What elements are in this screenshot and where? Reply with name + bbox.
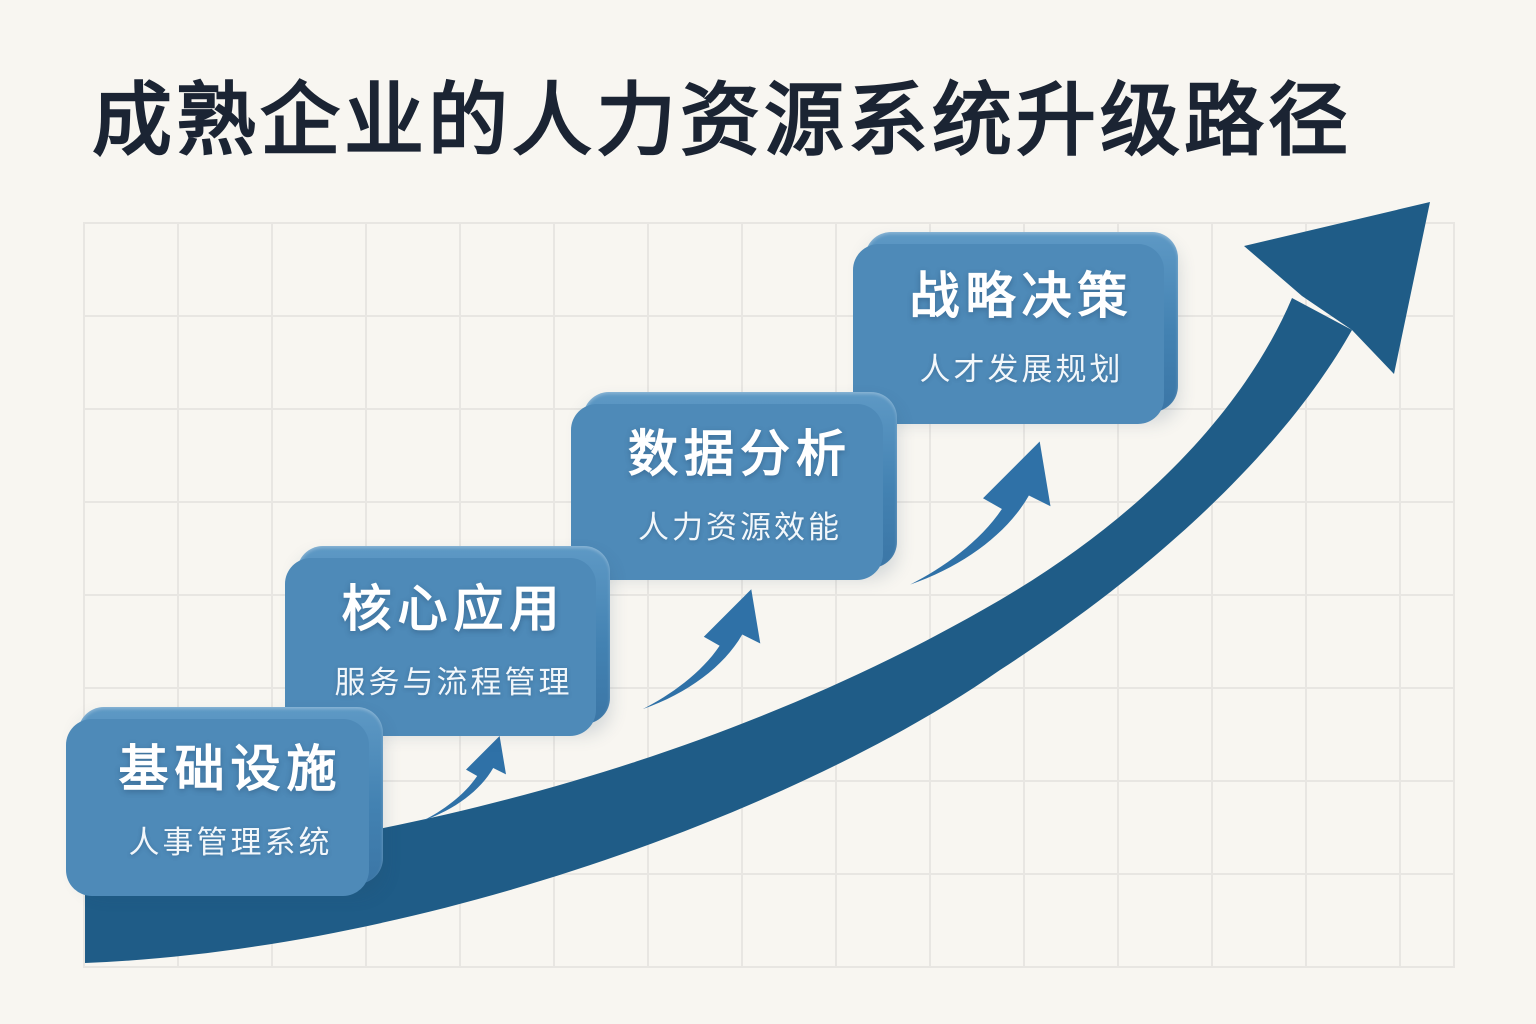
stage-subtitle: 人力资源效能 bbox=[638, 509, 842, 545]
stage-card-strategy: 战略决策 人才发展规划 bbox=[853, 232, 1178, 424]
stage-subtitle: 人事管理系统 bbox=[128, 825, 333, 860]
stage-title: 基础设施 bbox=[118, 741, 343, 797]
stage-card-analytics: 数据分析 人力资源效能 bbox=[571, 392, 897, 580]
stage-title: 数据分析 bbox=[628, 425, 852, 482]
stage-card-core-apps: 核心应用 服务与流程管理 bbox=[285, 546, 610, 736]
stage-title: 核心应用 bbox=[341, 580, 566, 637]
stage-subtitle: 服务与流程管理 bbox=[334, 664, 573, 700]
stage-subtitle: 人才发展规划 bbox=[919, 351, 1124, 387]
up-right-arrow-icon-3 bbox=[910, 441, 1051, 585]
stage-card-infrastructure: 基础设施 人事管理系统 bbox=[66, 707, 383, 896]
up-right-arrow-icon-2 bbox=[642, 589, 761, 710]
growth-arrowhead-icon bbox=[1244, 202, 1430, 374]
growth-curve-arrow bbox=[85, 298, 1352, 963]
page-title: 成熟企业的人力资源系统升级路径 bbox=[92, 76, 1352, 165]
stage-title: 战略决策 bbox=[909, 267, 1134, 324]
